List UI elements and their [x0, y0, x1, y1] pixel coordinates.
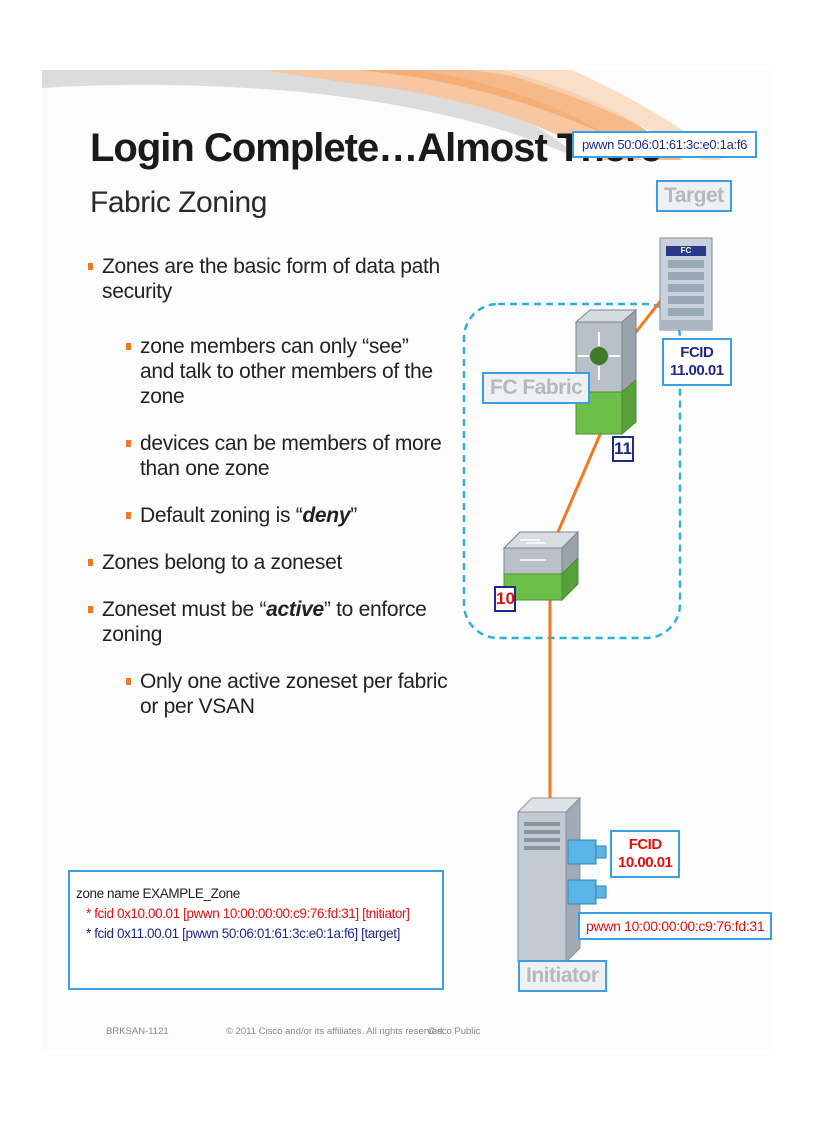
- bullet-text-suffix: ”: [350, 504, 357, 527]
- sub-bullet-item: Default zoning is “deny”: [88, 503, 448, 528]
- bullet-item: Zones belong to a zoneset: [88, 550, 448, 575]
- zone-member-target: * fcid 0x11.00.01 [pwwn 50:06:01:61:3c:e…: [86, 926, 400, 941]
- bullet-marker: [88, 263, 93, 270]
- array-badge: FC: [680, 246, 692, 255]
- server-icon: [516, 796, 607, 964]
- bullet-marker: [88, 559, 93, 566]
- fabric-switch-icon: [502, 530, 580, 602]
- sub-bullet-item: zone members can only “see” and talk to …: [88, 334, 448, 409]
- network-diagram: [462, 237, 713, 964]
- bullet-text: Only one active zoneset per fabric or pe…: [140, 670, 448, 718]
- core-domain-badge: 11: [612, 436, 634, 462]
- bullet-marker: [126, 512, 131, 519]
- initiator-pwwn-label: pwwn 10:00:00:00:c9:76:fd:31: [578, 912, 772, 940]
- sub-bullet-item: Only one active zoneset per fabric or pe…: [88, 669, 448, 719]
- bullet-emphasis: active: [266, 598, 324, 621]
- fabric-label: FC Fabric: [482, 372, 591, 404]
- bullet-marker: [126, 678, 131, 685]
- target-fcid-box: FCID 11.00.01: [662, 338, 732, 386]
- footer-copyright: © 2011 Cisco and/or its affiliates. All …: [226, 1026, 445, 1037]
- initiator-fcid-box: FCID 10.00.01: [610, 830, 681, 878]
- fabric-boundary: [462, 302, 682, 640]
- bullet-text-prefix: Default zoning is “: [140, 504, 303, 527]
- target-pwwn-label: pwwn 50:06:01:61:3c:e0:1a:f6: [572, 131, 758, 158]
- page-subtitle: Fabric Zoning: [90, 186, 267, 219]
- bullet-text: devices can be members of more than one …: [140, 432, 442, 480]
- target-fcid-value: 11.00.01: [670, 362, 724, 379]
- edge-domain-badge: 10: [494, 586, 516, 612]
- footer-classification: Cisco Public: [428, 1026, 481, 1037]
- bullet-text: Zones belong to a zoneset: [102, 551, 343, 574]
- bullet-item: Zoneset must be “active” to enforce zoni…: [88, 597, 448, 647]
- bullet-marker: [88, 606, 93, 613]
- link-core-edge: [550, 429, 604, 547]
- initiator-label: Initiator: [518, 960, 607, 992]
- director-switch-icon: [574, 308, 638, 436]
- zone-config-header: zone name EXAMPLE_Zone: [76, 886, 240, 901]
- bullet-text-suffix: ” to enforce zoning: [102, 598, 427, 646]
- bullet-list: Zones are the basic form of data path se…: [88, 254, 448, 719]
- bullet-text-prefix: Zoneset must be “: [102, 598, 267, 621]
- bullet-text: zone members can only “see” and talk to …: [140, 335, 433, 408]
- bullet-emphasis: deny: [302, 504, 351, 527]
- sub-bullet-item: devices can be members of more than one …: [88, 431, 448, 481]
- footer-code: BRKSAN-1121: [106, 1026, 169, 1037]
- target-label: Target: [656, 180, 732, 212]
- slide: Login Complete…Almost There Fabric Zonin…: [42, 70, 772, 1050]
- initiator-fcid-label: FCID: [628, 836, 663, 853]
- page-title: Login Complete…Almost There: [90, 126, 662, 170]
- target-fcid-label: FCID: [680, 344, 714, 361]
- zone-member-initiator: * fcid 0x10.00.01 [pwwn 10:00:00:00:c9:7…: [86, 906, 410, 921]
- initiator-fcid-value: 10.00.01: [618, 854, 673, 871]
- bullet-marker: [126, 440, 131, 447]
- zone-config-box: zone name EXAMPLE_Zone * fcid 0x10.00.01…: [68, 870, 444, 990]
- bullet-item: Zones are the basic form of data path se…: [88, 254, 448, 304]
- bullet-marker: [126, 343, 131, 350]
- storage-array-icon: [659, 237, 713, 331]
- bullet-text: Zones are the basic form of data path se…: [102, 255, 440, 303]
